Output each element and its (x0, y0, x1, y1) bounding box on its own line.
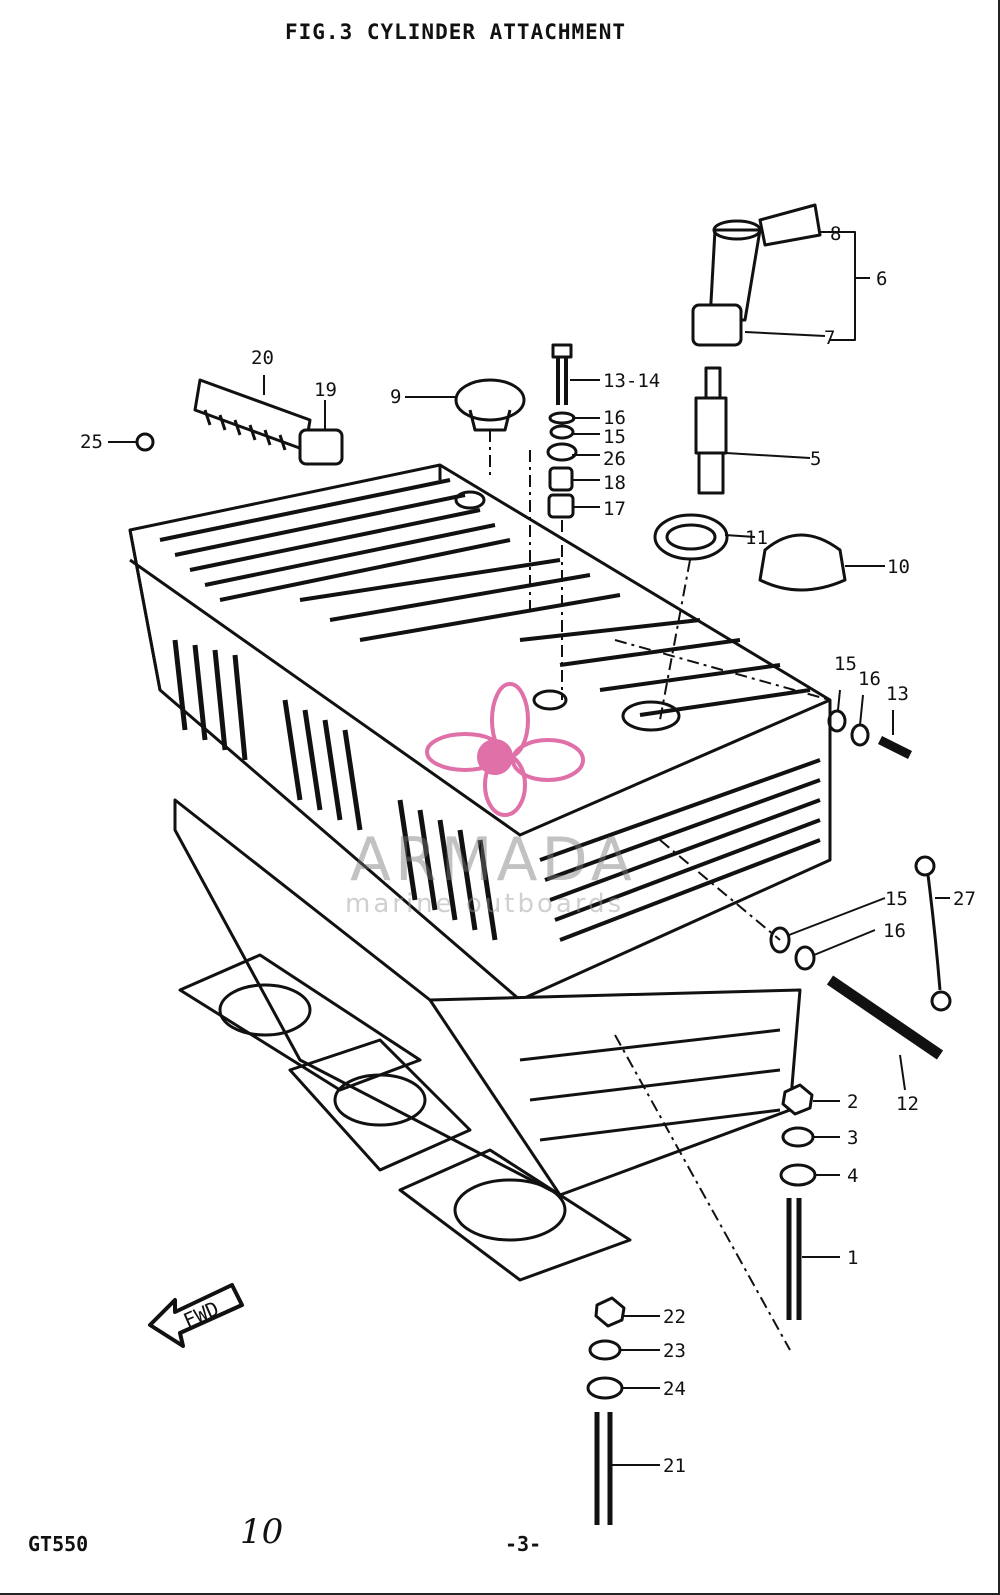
callout-8: 8 (830, 223, 841, 245)
callout-13-14: 13-14 (603, 370, 660, 392)
callout-15-top: 15 (603, 426, 626, 448)
callout-6: 6 (876, 268, 887, 290)
grommet (135, 432, 155, 452)
callout-1: 1 (847, 1247, 858, 1269)
callout-18: 18 (603, 472, 626, 494)
callout-15-side: 15 (834, 653, 857, 675)
callout-7: 7 (824, 327, 835, 349)
callout-21: 21 (663, 1455, 686, 1477)
page-number: -3- (505, 1532, 542, 1556)
callout-17: 17 (603, 498, 626, 520)
cylinder-head (128, 463, 832, 1002)
spark-plug (694, 366, 728, 495)
callout-labels: 8 6 7 5 11 10 20 19 9 13-14 16 15 26 18 … (80, 223, 976, 1477)
callout-15-bolt: 15 (885, 888, 908, 910)
handwritten-note: 10 (240, 1512, 284, 1552)
callout-23: 23 (663, 1340, 686, 1362)
callout-16-top: 16 (603, 407, 626, 429)
cylinder-block (173, 798, 802, 1282)
callout-26: 26 (603, 448, 626, 470)
figure-title: FIG.3 CYLINDER ATTACHMENT (285, 20, 627, 44)
rubber-cap (454, 378, 526, 432)
callout-4: 4 (847, 1165, 858, 1187)
callout-16-side: 16 (858, 668, 881, 690)
callout-11: 11 (745, 527, 768, 549)
callout-13-side: 13 (886, 683, 909, 705)
plug-gasket (653, 513, 729, 561)
fwd-arrow (148, 1283, 244, 1348)
callout-3: 3 (847, 1127, 858, 1149)
callout-27: 27 (953, 888, 976, 910)
callout-19: 19 (314, 379, 337, 401)
callout-22: 22 (663, 1306, 686, 1328)
callout-25: 25 (80, 431, 103, 453)
plug-cover (758, 533, 847, 592)
model-code: GT550 (28, 1532, 89, 1556)
watermark: ARMADA marine outboards (345, 682, 636, 919)
callout-5: 5 (810, 448, 821, 470)
callout-16-bolt: 16 (883, 920, 906, 942)
callout-24: 24 (663, 1378, 686, 1400)
watermark-tagline: marine outboards (345, 889, 624, 919)
ground-wire (914, 855, 952, 1012)
callout-12: 12 (896, 1093, 919, 1115)
callout-2: 2 (847, 1091, 858, 1113)
plug-cap-assembly (691, 203, 822, 347)
callout-20: 20 (251, 347, 274, 369)
head-bolt-stack (546, 343, 578, 519)
callout-9: 9 (390, 386, 401, 408)
watermark-brand: ARMADA (350, 825, 636, 895)
fin-damper (193, 378, 344, 466)
watermark-flower-icon (425, 682, 585, 817)
callout-10: 10 (887, 556, 910, 578)
